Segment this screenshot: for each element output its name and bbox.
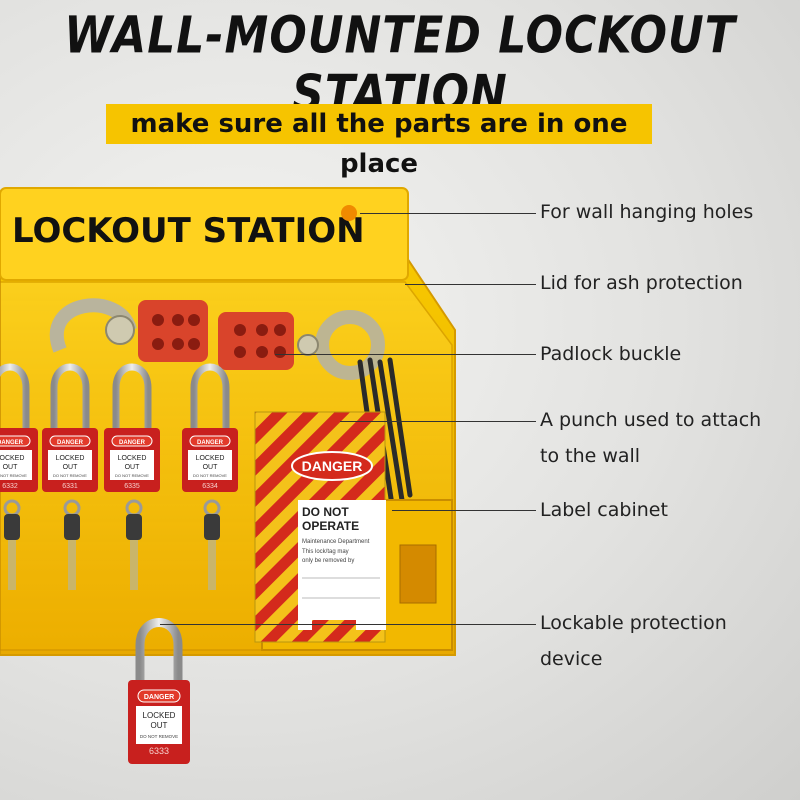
danger-tag: DANGER DO NOT OPERATE Maintenance Depart… (254, 411, 386, 643)
cabinet-window (399, 544, 437, 604)
callout-protection-device: Lockable protection device (540, 605, 727, 677)
rack-padlock-text-2: OUT (3, 464, 19, 471)
lockable-protection-padlock: DANGER LOCKED OUT DO NOT REMOVE 6333 (128, 618, 190, 764)
callout-line-padlock-buckle (275, 354, 536, 355)
hanging-lock-danger: DANGER (144, 694, 174, 701)
rack-padlock-number: 6334 (202, 483, 218, 490)
rack-padlock: DANGER LOCKED OUT DO NOT REMOVE 6334 (182, 363, 238, 590)
hanging-lock-text-1: LOCKED (143, 711, 176, 720)
rack-padlock: DANGER LOCKED OUT DO NOT REMOVE 6332 (0, 363, 38, 590)
rack-padlock: DANGER LOCKED OUT DO NOT REMOVE 6331 (42, 363, 98, 590)
callout-protection-device-text-1: Lockable protection (540, 612, 727, 634)
callout-punch: A punch used to attach to the wall (540, 402, 761, 474)
station-panel-title: LOCKOUT STATION (12, 211, 365, 251)
tag-line-2: OPERATE (302, 519, 359, 533)
tag-line-1: DO NOT (302, 505, 349, 519)
rack-padlock-text-1: LOCKED (0, 455, 24, 462)
callout-line-wall-holes (360, 213, 536, 214)
callout-lid-text: Lid for ash protection (540, 272, 743, 294)
hanging-lock-small: DO NOT REMOVE (140, 734, 178, 739)
rack-padlock-danger: DANGER (197, 440, 224, 446)
red-hasp-2 (218, 312, 294, 370)
callout-lid: Lid for ash protection (540, 265, 743, 301)
station-header-panel (0, 187, 409, 281)
rack-padlock-small: DO NOT REMOVE (53, 473, 87, 478)
callout-line-punch (340, 421, 536, 422)
tag-small-1: Maintenance Department (302, 539, 370, 545)
rack-padlock-number: 6335 (124, 483, 140, 490)
rack-padlock-text-2: OUT (125, 464, 141, 471)
red-hasp-1 (138, 300, 208, 362)
callout-padlock-buckle-text: Padlock buckle (540, 343, 682, 365)
callout-punch-text-2: to the wall (540, 445, 641, 467)
page-headline: WALL-MOUNTED LOCKOUT STATION (64, 6, 736, 124)
rack-padlock-text-1: LOCKED (196, 455, 225, 462)
tag-small-3: only be removed by (302, 558, 354, 564)
steel-hasp-right (297, 310, 385, 380)
callout-padlock-buckle: Padlock buckle (540, 336, 681, 372)
callout-label-cabinet-text: Label cabinet (540, 499, 668, 521)
callout-label-cabinet: Label cabinet (540, 492, 668, 528)
rack-padlock-text-2: OUT (203, 464, 219, 471)
subheadline-banner: make sure all the parts are in one place (106, 104, 652, 179)
callout-line-lid (405, 284, 536, 285)
wall-hanging-hole (341, 205, 357, 221)
rack-padlock-text-1: LOCKED (56, 455, 85, 462)
rack-padlock-small: DO NOT REMOVE (0, 473, 27, 478)
rack-padlock-small: DO NOT REMOVE (115, 473, 149, 478)
tag-small-2: This lock/tag may (302, 549, 349, 555)
rack-padlock: DANGER LOCKED OUT DO NOT REMOVE 6335 (104, 363, 160, 590)
hanging-lock-text-2: OUT (151, 721, 168, 730)
callout-punch-text-1: A punch used to attach (540, 409, 762, 431)
rack-padlock-danger: DANGER (0, 440, 24, 446)
rack-padlock-danger: DANGER (57, 440, 84, 446)
callout-line-label-cabinet (392, 510, 536, 511)
rack-padlock-danger: DANGER (119, 440, 146, 446)
rack-padlock-number: 6331 (62, 483, 78, 490)
callout-line-protection-device (160, 624, 536, 625)
steel-hasp-left (50, 298, 137, 353)
tag-danger-word: DANGER (302, 458, 363, 474)
callout-wall-holes: For wall hanging holes (540, 194, 753, 230)
hanging-lock-number: 6333 (149, 746, 169, 756)
rack-padlock-text-1: LOCKED (118, 455, 147, 462)
rack-padlock-number: 6332 (2, 483, 18, 490)
rack-padlock-small: DO NOT REMOVE (193, 473, 227, 478)
rack-padlock-text-2: OUT (63, 464, 79, 471)
callout-protection-device-text-2: device (540, 648, 603, 670)
callout-wall-holes-text: For wall hanging holes (540, 201, 754, 223)
